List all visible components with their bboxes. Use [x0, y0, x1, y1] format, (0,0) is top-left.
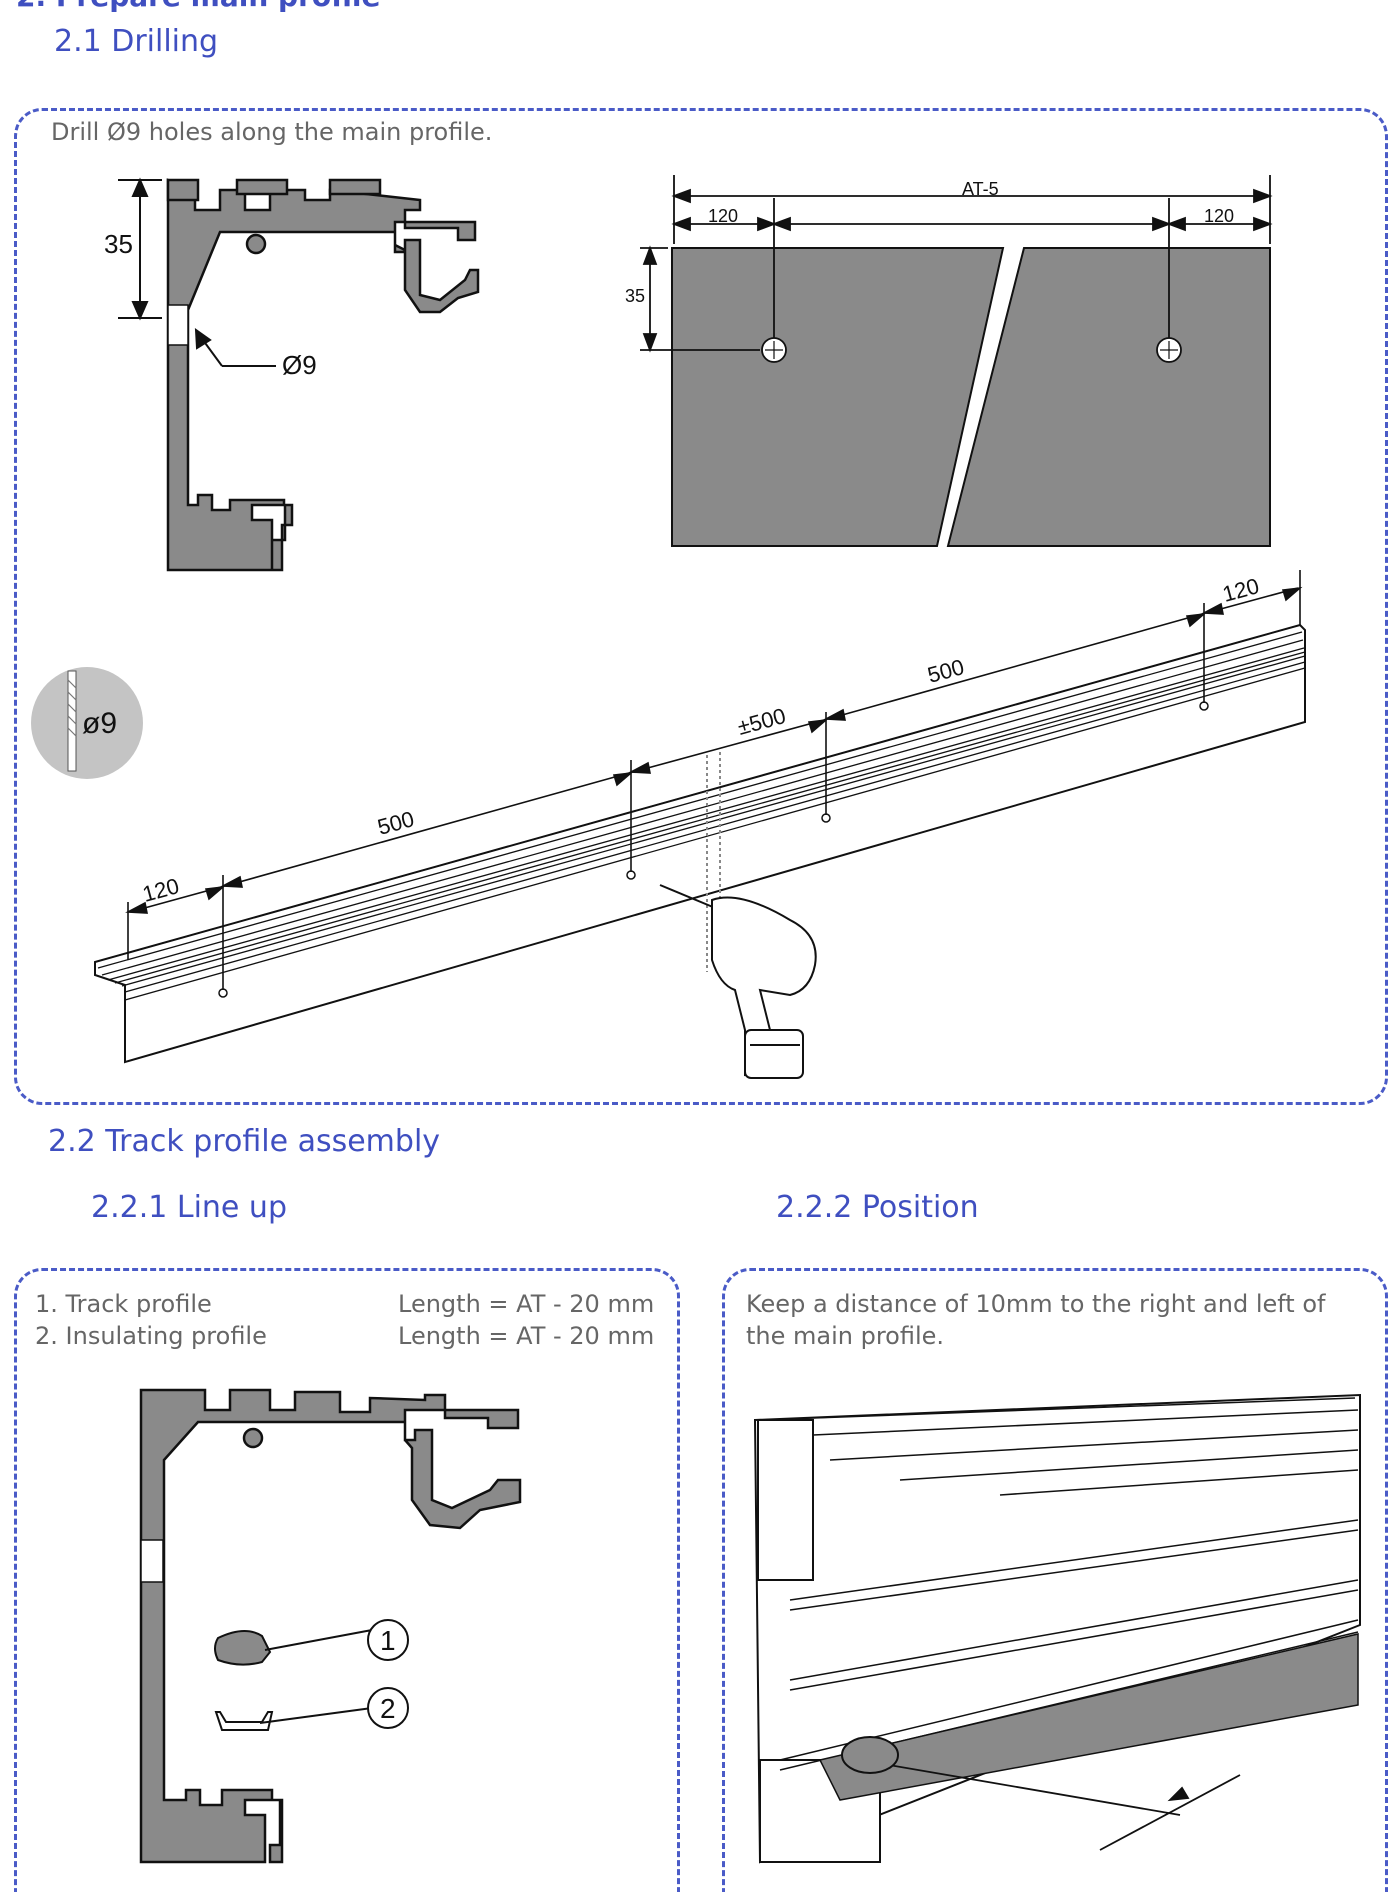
- plate-right-label: 120: [1204, 206, 1234, 226]
- plate-total-label: AT-5: [962, 179, 999, 199]
- callout-2: 2: [380, 1693, 396, 1724]
- drilling-instruction: Drill Ø9 holes along the main profile.: [51, 118, 493, 146]
- line-up-item-2-name: 2. Insulating profile: [35, 1322, 267, 1350]
- profile-hole-label: Ø9: [282, 350, 317, 380]
- drilling-panel: [14, 108, 1388, 1105]
- drill-bit-badge: [31, 667, 143, 779]
- line-up-item-1-length: Length = AT - 20 mm: [398, 1290, 655, 1318]
- position-panel: [722, 1268, 1388, 1892]
- line-up-panel: [14, 1268, 680, 1892]
- drilling-heading: 2.1 Drilling: [54, 24, 219, 59]
- drill-bit-label: ø9: [82, 707, 117, 740]
- line-up-item-1-name: 1. Track profile: [35, 1290, 212, 1318]
- plate-left-label: 120: [708, 206, 738, 226]
- position-heading: 2.2.2 Position: [776, 1190, 979, 1225]
- line-up-heading: 2.2.1 Line up: [91, 1190, 287, 1225]
- position-instruction: Keep a distance of 10mm to the right and…: [746, 1290, 1326, 1350]
- plate-height-label: 35: [625, 286, 645, 306]
- track-assembly-heading: 2.2 Track profile assembly: [48, 1124, 441, 1159]
- line-up-item-2-length: Length = AT - 20 mm: [398, 1322, 655, 1350]
- callout-1: 1: [380, 1625, 396, 1656]
- section-heading: 2. Prepare main profile: [16, 0, 380, 13]
- profile-height-label: 35: [104, 229, 133, 259]
